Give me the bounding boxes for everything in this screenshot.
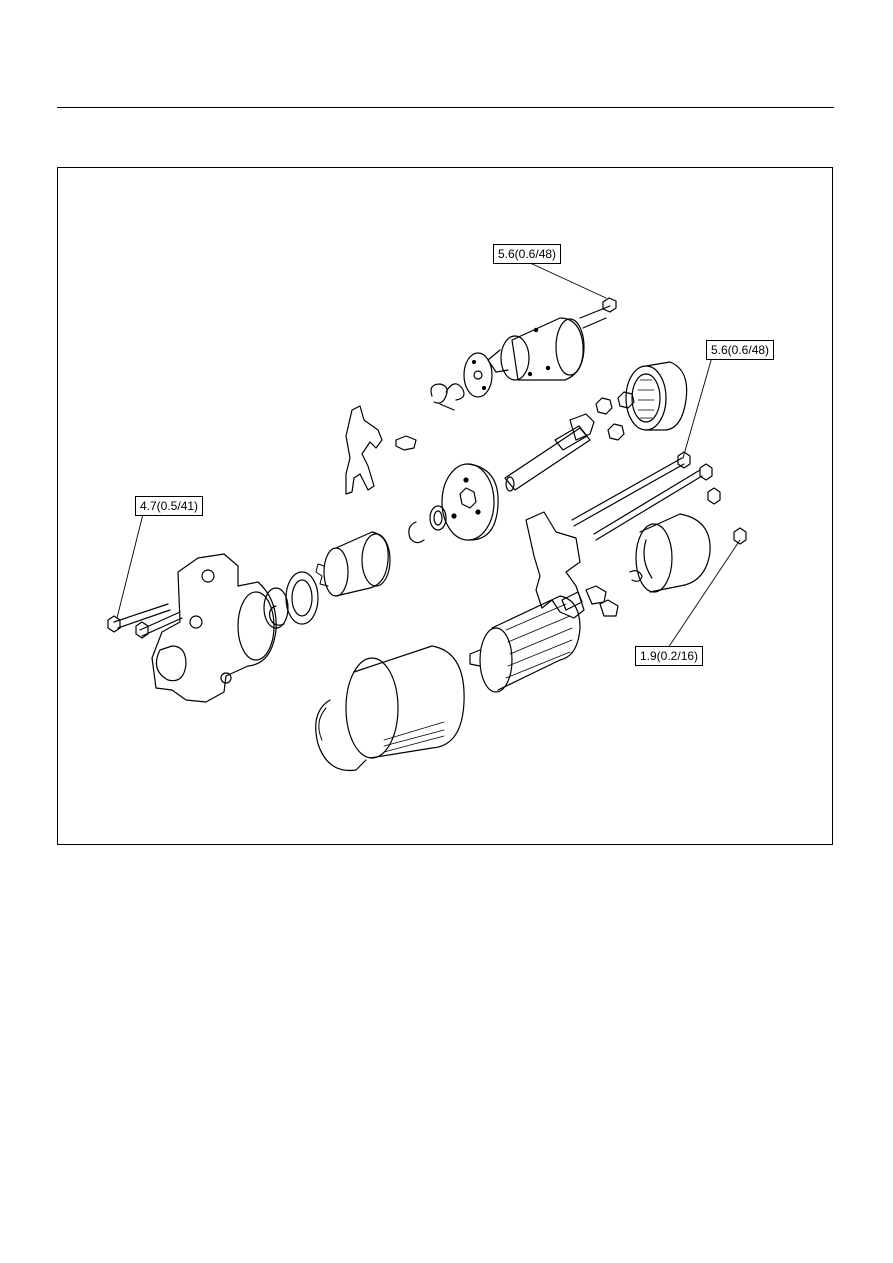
solenoid-plate bbox=[463, 352, 493, 398]
solenoid-nut bbox=[602, 297, 617, 313]
torque-label-through-bolts: 5.6(0.6/48) bbox=[706, 340, 775, 360]
figure-frame bbox=[57, 167, 833, 845]
planetary-gears bbox=[595, 391, 635, 441]
armature bbox=[469, 591, 583, 693]
brush-holder bbox=[525, 511, 643, 619]
front-housing bbox=[151, 553, 277, 703]
brush-holder-screws bbox=[707, 487, 747, 545]
torque-label-solenoid-nut: 5.6(0.6/48) bbox=[493, 244, 562, 264]
washers bbox=[408, 505, 447, 544]
shift-lever bbox=[345, 405, 417, 495]
plunger-spring bbox=[430, 383, 465, 411]
solenoid-switch bbox=[487, 297, 617, 381]
lever-pin bbox=[395, 435, 417, 451]
rear-end-frame bbox=[635, 513, 711, 593]
leader-lines bbox=[116, 261, 741, 649]
header-rule bbox=[57, 107, 834, 108]
through-bolts bbox=[571, 451, 713, 541]
yoke bbox=[315, 645, 465, 772]
pinion-shaft bbox=[504, 413, 595, 492]
overrunning-clutch bbox=[315, 531, 391, 597]
center-bracket bbox=[441, 463, 499, 541]
internal-gear-housing bbox=[625, 361, 688, 431]
bearing bbox=[263, 571, 319, 629]
torque-label-housing-bolts: 4.7(0.5/41) bbox=[135, 496, 204, 516]
housing-bolts bbox=[107, 603, 183, 639]
torque-label-brush-holder-screws: 1.9(0.2/16) bbox=[635, 646, 704, 666]
